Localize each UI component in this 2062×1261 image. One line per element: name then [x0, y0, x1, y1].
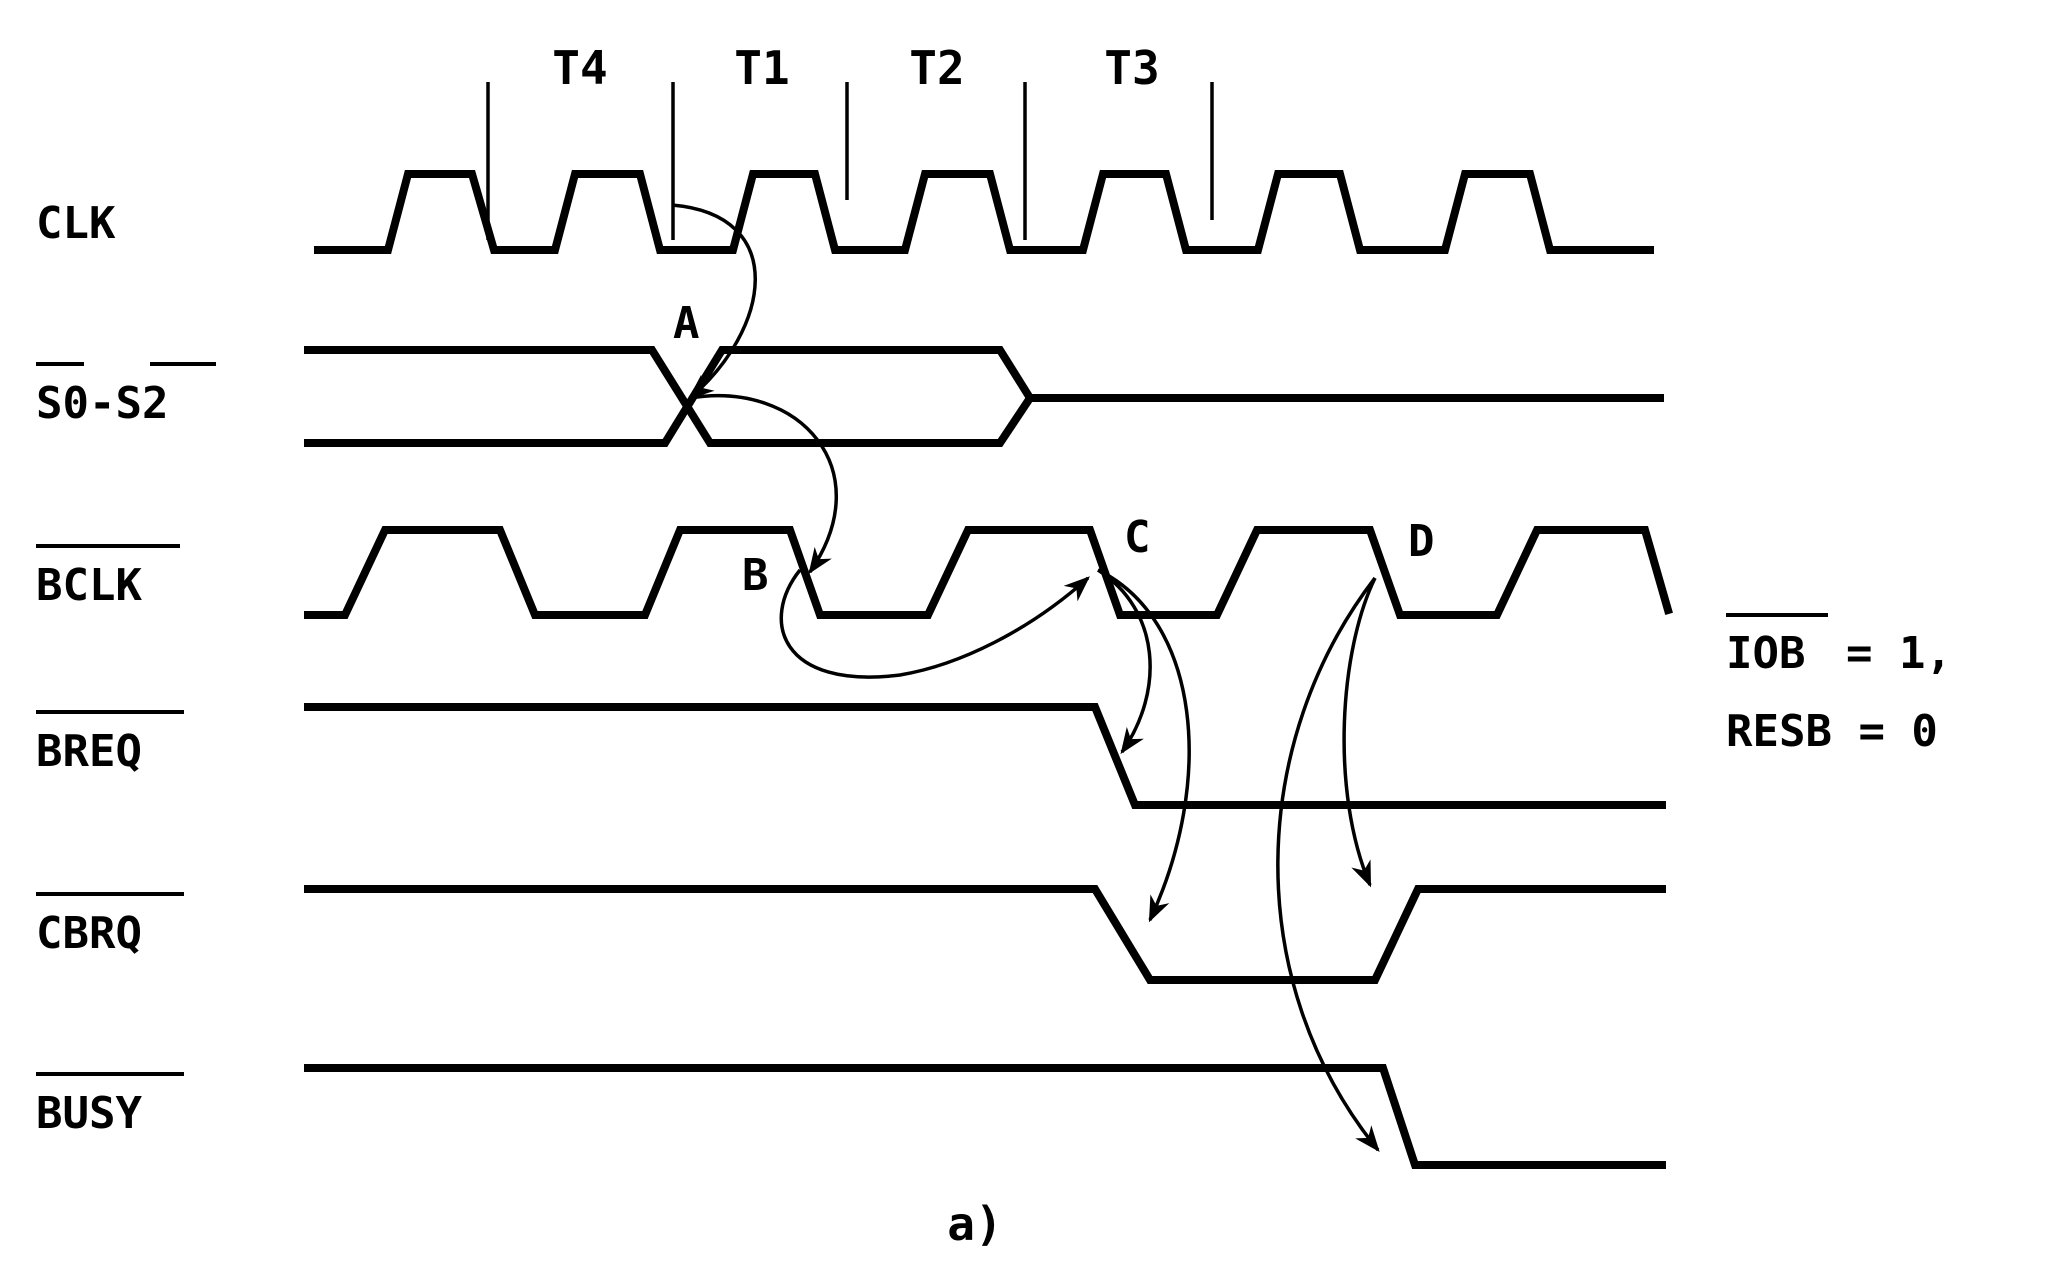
signal-label-bclk: BCLK	[36, 560, 142, 611]
arrow-c-to-breq	[1097, 568, 1152, 755]
condition-value: = 1,	[1846, 628, 1952, 679]
point-label-b: B	[742, 550, 769, 601]
signal-label-clk: CLK	[36, 198, 116, 249]
point-label-d: D	[1408, 516, 1435, 567]
arrow-c-to-cbrq	[1097, 568, 1191, 923]
signal-label-cbrq: CBRQ	[36, 908, 142, 959]
figure-caption: a)	[947, 1197, 1002, 1251]
period-markers: T4 T1 T2 T3	[486, 41, 1214, 240]
period-label: T4	[552, 41, 607, 95]
signal-label-busy: BUSY	[36, 1088, 142, 1139]
bclk-waveform	[304, 526, 1673, 619]
arrow-clk-to-a	[671, 203, 757, 400]
condition-line2: RESB = 0	[1726, 706, 1938, 757]
signal-label-s0-s2: S0-S2	[36, 378, 168, 429]
s0-s2-waveform	[304, 346, 1664, 447]
point-label-c: C	[1124, 512, 1151, 563]
period-label: T1	[734, 41, 789, 95]
arrow-b-to-c	[779, 568, 1090, 679]
period-label: T2	[909, 41, 964, 95]
event-labels: A B C D	[673, 298, 1435, 601]
period-label: T3	[1104, 41, 1159, 95]
cbrq-waveform	[304, 885, 1666, 984]
point-label-a: A	[673, 298, 700, 349]
arrow-d-to-cbrq	[1342, 577, 1377, 888]
busy-waveform	[304, 1064, 1666, 1169]
clk-waveform	[314, 170, 1654, 254]
signal-labels: CLK S0-S2 BCLK BREQ CBRQ BUSY	[36, 198, 216, 1139]
arrow-d-to-busy	[1276, 576, 1380, 1153]
conditions-note: IOB = 1, RESB = 0	[1726, 613, 1952, 757]
signal-label-breq: BREQ	[36, 726, 142, 777]
arrow-a-to-b	[689, 394, 839, 575]
condition-signal: IOB	[1726, 628, 1805, 679]
causality-arrows	[671, 203, 1380, 1153]
breq-waveform	[304, 703, 1666, 809]
